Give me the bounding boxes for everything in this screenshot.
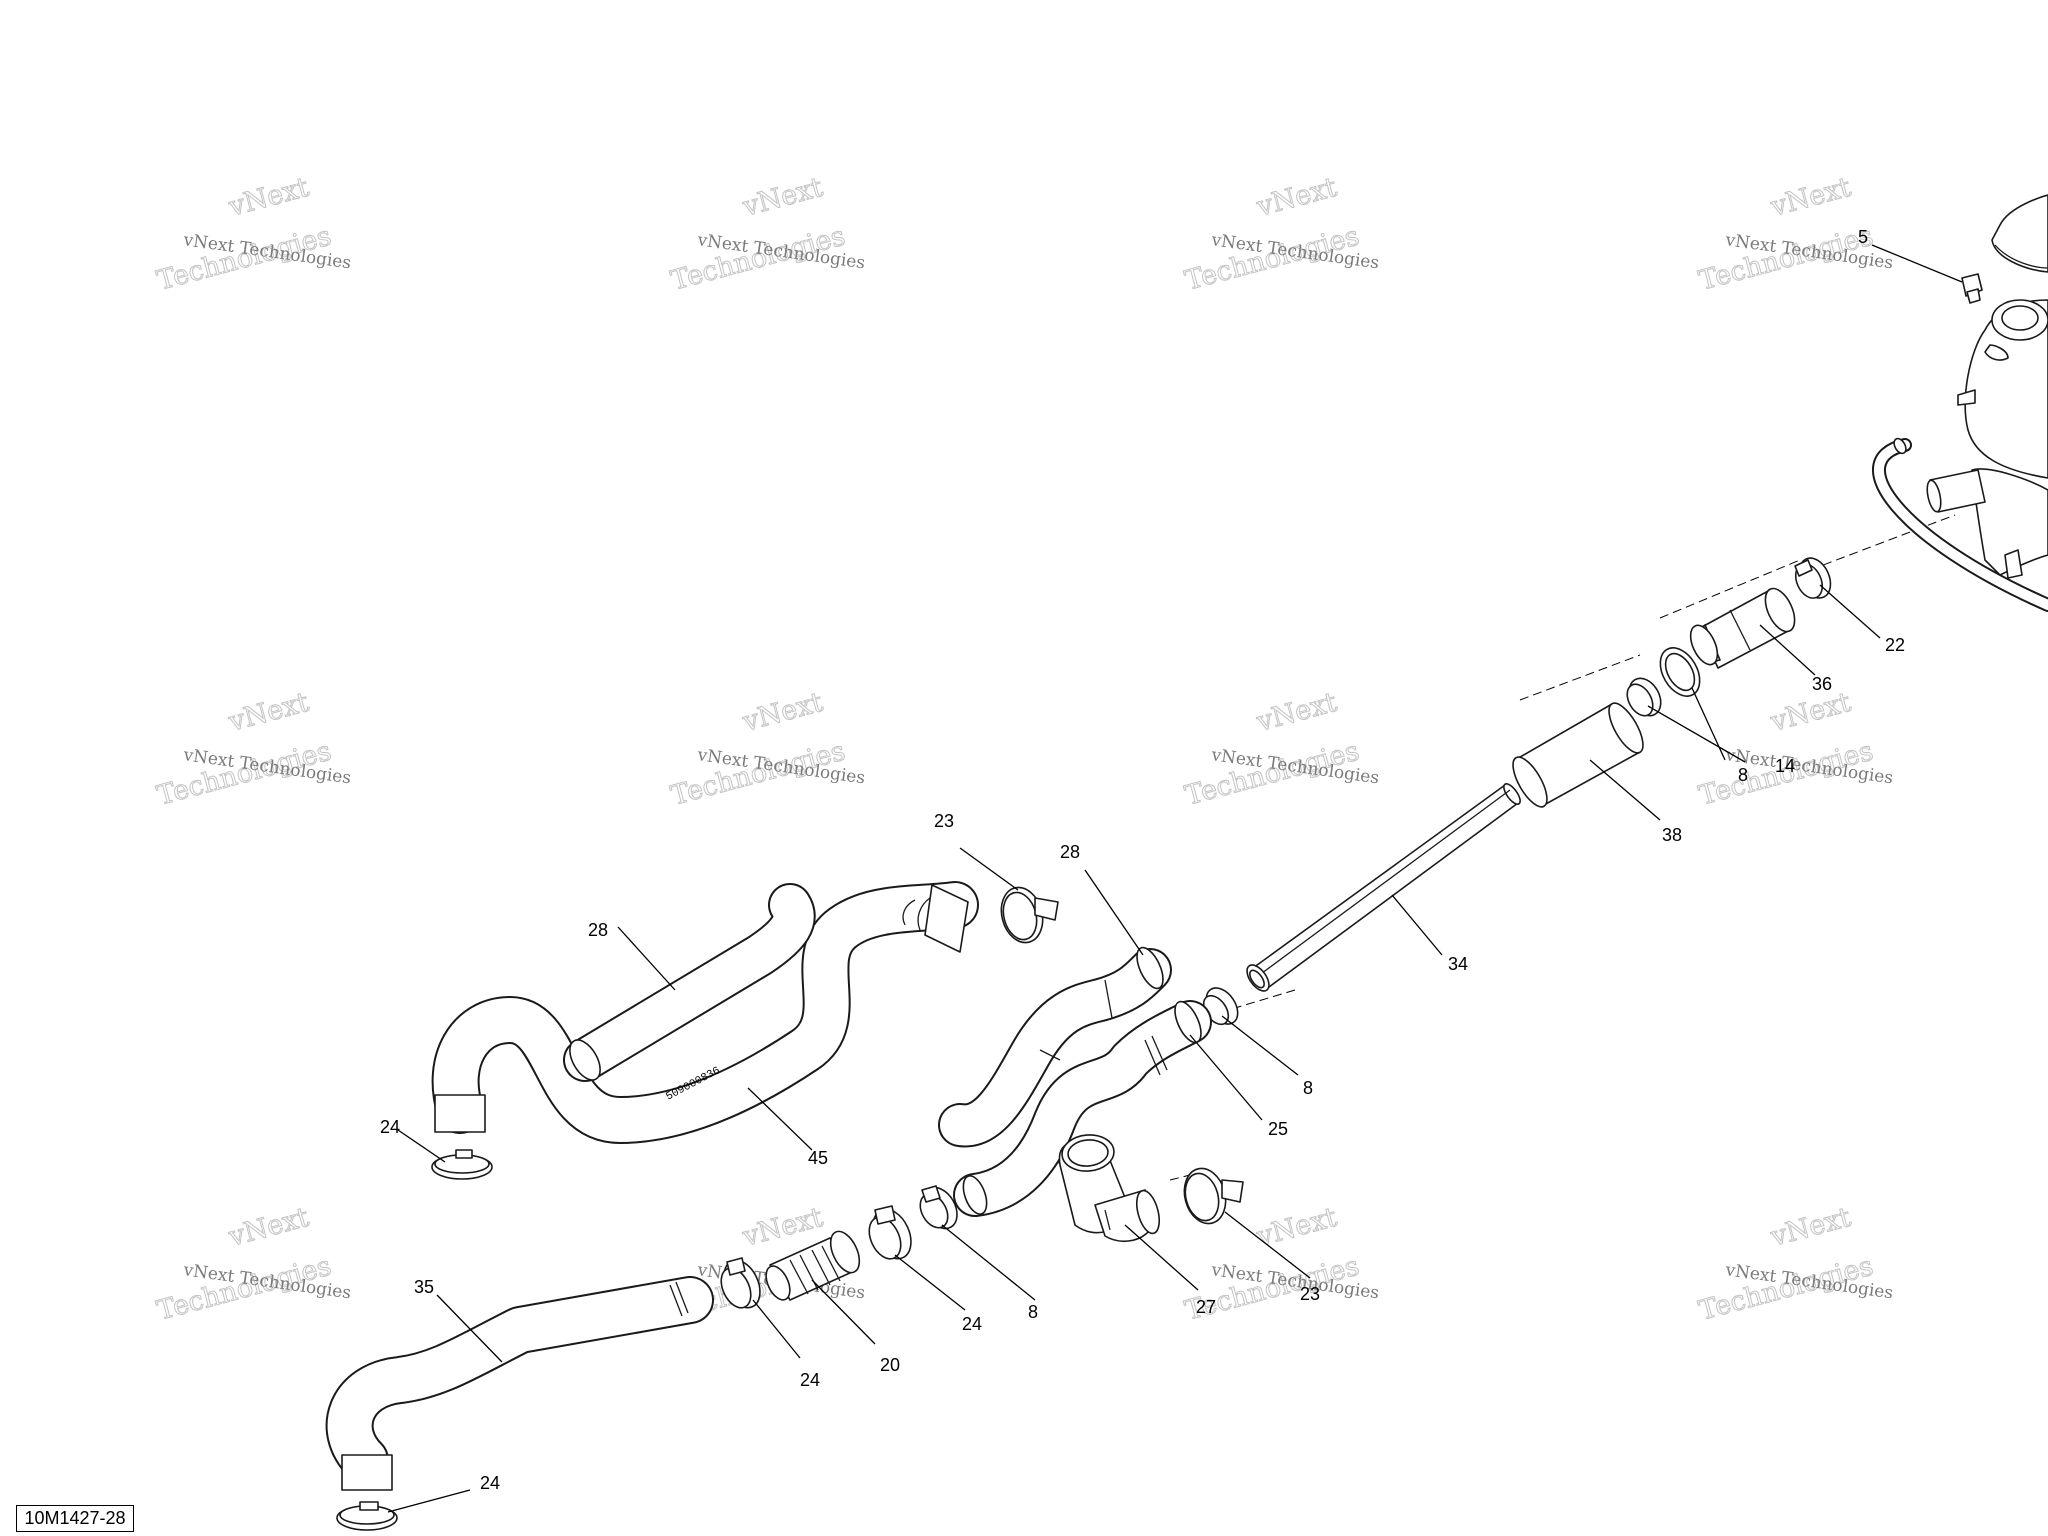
centerline-seal — [1519, 654, 1641, 701]
callout-23-upper: 23 — [934, 811, 954, 831]
watermark-9: vNext Technologies vNext Technologies — [153, 1201, 352, 1327]
part-34-tube — [1246, 783, 1521, 992]
part-27-elbow — [1058, 1134, 1161, 1243]
callout-24-upper-left: 24 — [380, 1117, 400, 1137]
watermark-8: vNext Technologies vNext Technologies — [1695, 686, 1894, 812]
part-36-hose — [1689, 587, 1796, 669]
callout-25: 25 — [1268, 1119, 1288, 1139]
callout-28-middle: 28 — [1060, 842, 1080, 862]
part-24-clamp-bottom — [336, 1501, 398, 1531]
vent-hose — [1872, 437, 2048, 612]
callout-14: 14 — [1775, 756, 1795, 776]
centerline-tank-to-clamp — [1809, 514, 1956, 571]
part-14-seal — [1659, 647, 1701, 697]
callout-38: 38 — [1662, 825, 1682, 845]
callout-5: 5 — [1858, 227, 1868, 247]
part-38-hose — [1512, 702, 1644, 808]
callout-45: 45 — [808, 1148, 828, 1168]
watermark-1: vNext Technologies vNext Technologies — [153, 171, 352, 297]
part-20-connector — [765, 1230, 861, 1301]
watermark-5: vNext Technologies vNext Technologies — [153, 686, 352, 812]
callout-labels: 5 22 36 8 14 38 34 23 28 28 8 25 24 45 3… — [380, 227, 1905, 1493]
part-5-screw — [1961, 273, 1983, 304]
callout-34: 34 — [1448, 954, 1468, 974]
callout-24-bottom: 24 — [480, 1473, 500, 1493]
svg-text:vNext: vNext — [1253, 172, 1340, 223]
svg-text:vNext: vNext — [1767, 687, 1854, 738]
part-35-hose — [325, 1276, 714, 1491]
part-24-clamp-upper-left — [431, 1149, 493, 1180]
svg-text:vNext: vNext — [225, 687, 312, 738]
callout-27: 27 — [1196, 1297, 1216, 1317]
svg-text:vNext: vNext — [1253, 1202, 1340, 1253]
callout-8-middle: 8 — [1303, 1078, 1313, 1098]
svg-text:vNext: vNext — [1767, 172, 1854, 223]
part-8-clamp-upper — [1626, 677, 1662, 717]
leader-lines — [387, 244, 1963, 1513]
reservoir-cap — [1991, 194, 2048, 273]
callout-24-mid: 24 — [962, 1314, 982, 1334]
watermark-7: vNext Technologies vNext Technologies — [1181, 686, 1380, 812]
callout-28-left: 28 — [588, 920, 608, 940]
watermark-12: vNext Technologies vNext Technologies — [1695, 1201, 1894, 1327]
centerline-tube-34 — [1234, 989, 1296, 1009]
svg-text:vNext: vNext — [1253, 687, 1340, 738]
callout-20: 20 — [880, 1355, 900, 1375]
svg-text:vNext: vNext — [225, 172, 312, 223]
callout-8-upper: 8 — [1738, 765, 1748, 785]
callout-24-left: 24 — [800, 1370, 820, 1390]
svg-text:vNext: vNext — [225, 1202, 312, 1253]
callout-36: 36 — [1812, 674, 1832, 694]
svg-text:vNext: vNext — [739, 687, 826, 738]
part-23-clamp-upper — [1000, 886, 1059, 944]
callout-23-lower: 23 — [1300, 1284, 1320, 1304]
part-25-hose — [953, 1000, 1212, 1217]
reservoir-side-nipple — [1984, 344, 2009, 361]
callout-8-lower: 8 — [1028, 1302, 1038, 1322]
drawing-reference-label: 10M1427-28 — [16, 1505, 134, 1532]
watermark-3: vNext Technologies vNext Technologies — [1181, 171, 1380, 297]
part-23-clamp-lower — [1183, 1167, 1244, 1225]
watermark-6: vNext Technologies vNext Technologies — [667, 686, 866, 812]
centerline-clamp-23 — [1169, 1174, 1191, 1181]
part-28-hose-left — [563, 883, 816, 1082]
watermark-2: vNext Technologies vNext Technologies — [667, 171, 866, 297]
callout-22: 22 — [1885, 635, 1905, 655]
part-28-hose-middle — [938, 946, 1172, 1148]
coolant-reservoir — [1926, 194, 2048, 579]
centerline-upper — [1659, 559, 1801, 619]
part-8-clamp-lower — [919, 1185, 958, 1230]
part-24-clamp-mid — [868, 1205, 912, 1260]
part-24-clamp-left — [720, 1257, 761, 1309]
callout-35: 35 — [414, 1277, 434, 1297]
svg-text:vNext: vNext — [739, 172, 826, 223]
svg-text:vNext: vNext — [1767, 1202, 1854, 1253]
